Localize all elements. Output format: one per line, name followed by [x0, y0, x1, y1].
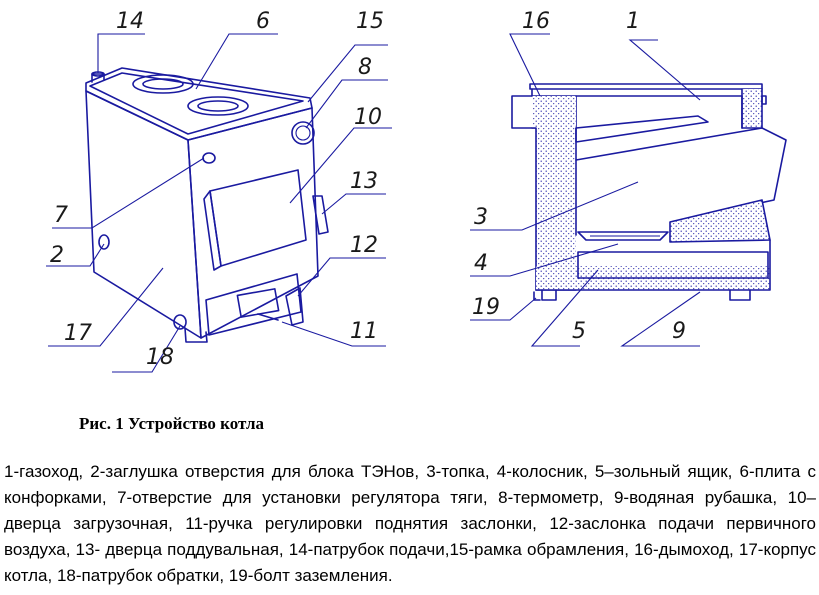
callout-3: 3 [474, 205, 488, 230]
callout-8: 8 [358, 55, 372, 80]
callout-4: 4 [474, 251, 488, 276]
callout-14: 14 [116, 9, 144, 34]
callout-9: 9 [672, 319, 686, 344]
callout-17: 17 [64, 321, 92, 346]
boiler-diagram: 1 2 3 4 5 6 7 8 9 10 11 12 13 14 15 16 1… [46, 9, 787, 373]
callout-1: 1 [626, 9, 640, 34]
callout-19: 19 [472, 295, 500, 320]
leader-lines-right [470, 33, 701, 347]
callout-16: 16 [522, 9, 550, 34]
callout-15: 15 [356, 9, 384, 34]
boiler-3d-view [85, 67, 329, 343]
callout-12: 12 [350, 233, 378, 258]
callout-11: 11 [350, 319, 378, 344]
callout-labels: 1 2 3 4 5 6 7 8 9 10 11 12 13 14 15 16 1… [50, 9, 686, 370]
callout-7: 7 [54, 203, 68, 228]
figure-caption: Рис. 1 Устройство котла [79, 414, 264, 433]
hotplate-rings [132, 74, 249, 116]
figure-legend: 1-газоход, 2-заглушка отверстия для блок… [4, 462, 816, 585]
callout-6: 6 [256, 9, 270, 34]
callout-13: 13 [350, 169, 378, 194]
callout-5: 5 [572, 319, 586, 344]
leader-lines-left [46, 33, 392, 373]
callout-10: 10 [354, 105, 382, 130]
callout-18: 18 [146, 345, 174, 370]
boiler-section-view [511, 83, 787, 301]
callout-2: 2 [50, 243, 64, 268]
